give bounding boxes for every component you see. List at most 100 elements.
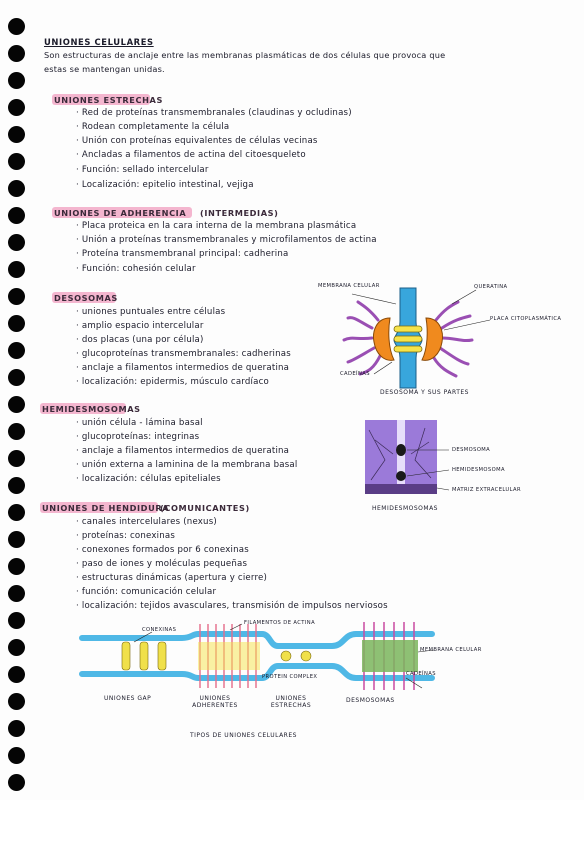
tight-junction-proteins	[280, 650, 312, 662]
list-item: función: comunicación celular	[76, 587, 216, 597]
binder-hole	[8, 531, 25, 548]
binder-hole	[8, 315, 25, 332]
list-item: glucoproteínas: integrinas	[76, 432, 199, 442]
list-item: conexones formados por 6 conexinas	[76, 545, 249, 555]
heading-desosomas: DESOSOMAS	[54, 293, 118, 303]
caption-hemidesmosomas: HEMIDESMOSOMAS	[372, 505, 438, 512]
hemidesmosome-diagram	[365, 420, 450, 494]
list-item: Ancladas a filamentos de actina del cito…	[76, 150, 306, 160]
binder-hole	[8, 45, 25, 62]
list-item: amplio espacio intercelular	[76, 321, 204, 331]
binder-hole	[8, 369, 25, 386]
label-filamentos: FILAMENTOS DE ACTINA	[244, 620, 316, 626]
list-item: estructuras dinámicas (apertura y cierre…	[76, 573, 267, 583]
label-membrana-celular: MEMBRANA CELULAR	[420, 647, 482, 653]
binder-hole	[8, 396, 25, 413]
binder-hole	[8, 288, 25, 305]
heading-highlight	[40, 502, 158, 513]
list-item: Rodean completamente la célula	[76, 122, 229, 132]
binder-hole	[8, 153, 25, 170]
list-item: localización: células epiteliales	[76, 474, 221, 484]
intro-line-2: estas se mantengan unidas.	[44, 64, 165, 74]
heading-highlight	[40, 403, 126, 414]
binder-hole	[8, 234, 25, 251]
heading-suffix: (COMUNICANTES)	[160, 503, 250, 513]
binder-hole	[8, 504, 25, 521]
binder-hole	[8, 72, 25, 89]
label-placa: PLACA CITOPLASMÁTICA	[490, 316, 562, 322]
list-item: uniones puntuales entre células	[76, 307, 225, 317]
binder-hole	[8, 261, 25, 278]
label-matriz: MATRIZ EXTRACELULAR	[452, 487, 521, 493]
binder-hole	[8, 558, 25, 575]
list-item: Función: sellado intercelular	[76, 165, 209, 175]
list-item: Localización: epitelio intestinal, vejig…	[76, 180, 254, 190]
desmosome-diagram	[342, 287, 491, 389]
binder-hole	[8, 720, 25, 737]
list-item: unión célula - lámina basal	[76, 418, 203, 428]
heading-suffix: (INTERMEDIAS)	[200, 208, 279, 218]
list-item: localización: epidermis, músculo cardíac…	[76, 377, 269, 387]
label-conexinas: CONEXINAS	[142, 627, 177, 633]
label-uniones-estrechas: UNIONES ESTRECHAS	[270, 695, 312, 709]
label-uniones-adherentes: UNIONES ADHERENTES	[192, 695, 238, 709]
heading-highlight	[52, 292, 116, 303]
label-uniones-gap: UNIONES GAP	[104, 695, 152, 702]
cell-body-left	[365, 420, 397, 490]
binder-hole	[8, 126, 25, 143]
heading-highlight	[52, 207, 192, 218]
list-item: localización: tejidos avasculares, trans…	[76, 601, 388, 611]
binder-hole	[8, 423, 25, 440]
binder-hole	[8, 477, 25, 494]
label-hemidesmosoma: HEMIDESMOSOMA	[452, 467, 505, 473]
list-item: Función: cohesión celular	[76, 264, 196, 274]
list-item: Placa proteica en la cara interna de la …	[76, 221, 356, 231]
binder-hole	[8, 18, 25, 35]
list-item: proteínas: conexinas	[76, 531, 175, 541]
gap-connexins	[121, 641, 167, 671]
label-queratina: QUERATINA	[474, 284, 508, 290]
label-membrana: MEMBRANA CELULAR	[318, 283, 380, 289]
cytoplasmic-plaque-left	[373, 317, 395, 361]
list-item: Proteína transmembranal principal: cadhe…	[76, 249, 289, 259]
binder-hole	[8, 342, 25, 359]
label-desmosoma: DESMOSOMA	[452, 447, 491, 453]
binder-hole	[8, 450, 25, 467]
binder-hole	[8, 666, 25, 683]
binder-hole	[8, 585, 25, 602]
desmosome-node	[396, 444, 406, 456]
heading-uniones-estrechas: UNIONES ESTRECHAS	[54, 95, 163, 105]
list-item: canales intercelulares (nexus)	[76, 517, 217, 527]
cadherins	[393, 325, 423, 353]
binder-hole	[8, 612, 25, 629]
cell-body-right	[405, 420, 437, 490]
cytoplasmic-plaque-right	[421, 317, 443, 361]
label-protein-complex: PROTEIN COMPLEX	[262, 674, 318, 680]
page-title: UNIONES CELULARES	[44, 37, 154, 47]
membrane-top	[79, 631, 435, 681]
caption-tipos-uniones: TIPOS DE UNIONES CELULARES	[190, 732, 297, 739]
label-cadeinas-2: CADEÍNAS	[406, 671, 436, 677]
list-item: Unión a proteínas transmembranales y mic…	[76, 235, 377, 245]
intro-line-1: Son estructuras de anclaje entre las mem…	[44, 50, 446, 60]
keratin-filaments	[342, 300, 474, 378]
list-item: unión externa a laminina de la membrana …	[76, 460, 297, 470]
binder-hole	[8, 747, 25, 764]
binder-hole	[8, 180, 25, 197]
binder-hole	[8, 207, 25, 224]
extracellular-matrix	[365, 484, 437, 494]
binder-hole	[8, 99, 25, 116]
heading-highlight	[52, 94, 150, 105]
desmosome-plaque	[362, 640, 418, 672]
label-desmosomas: DESMOSOMAS	[346, 697, 395, 704]
hemidesmosome-node	[396, 471, 406, 481]
heading-hemidesmosomas: HEMIDESMOSOMAS	[42, 404, 141, 414]
list-item: dos placas (una por célula)	[76, 335, 204, 345]
junction-types-diagram	[79, 622, 435, 690]
binder-hole	[8, 774, 25, 791]
list-item: anclaje a filamentos intermedios de quer…	[76, 363, 289, 373]
binder-holes	[8, 18, 28, 798]
heading-uniones-adherencia: UNIONES DE ADHERENCIA	[54, 208, 187, 218]
list-item: glucoproteínas transmembranales: cadheri…	[76, 349, 291, 359]
list-item: anclaje a filamentos intermedios de quer…	[76, 446, 289, 456]
